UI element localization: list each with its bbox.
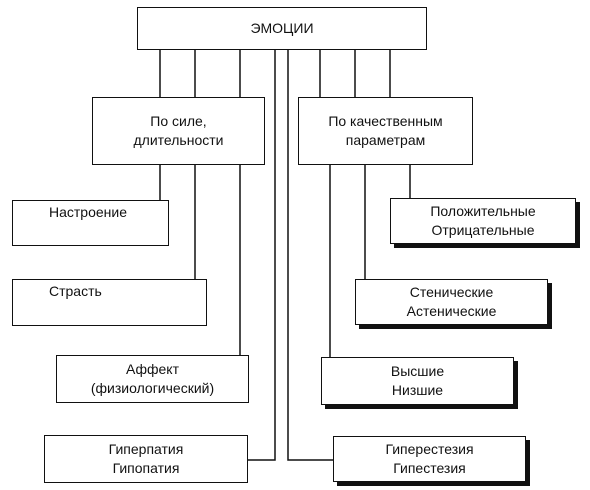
item-hyperpathy-line1: Гиперпатия <box>108 441 184 457</box>
category-quality-line1: По качественным <box>328 113 443 129</box>
root-box: ЭМОЦИИ <box>137 7 427 50</box>
connector-root-hyperpathy <box>248 50 276 461</box>
item-positive-line1: Положительные <box>430 203 536 219</box>
item-hyperesthesia-line2: Гипестезия <box>393 460 466 476</box>
item-sthenic-line1: Стенические <box>409 284 494 300</box>
item-positive-box: Положительные Отрицательные <box>390 198 576 244</box>
item-hyperesthesia-box: Гиперестезия Гипестезия <box>333 436 526 482</box>
category-strength-line1: По силе, <box>150 113 207 129</box>
item-hyperpathy-box: Гиперпатия Гипопатия <box>44 435 248 483</box>
category-strength-line2: длительности <box>133 132 224 148</box>
item-sthenic-line2: Астенические <box>406 303 497 319</box>
root-label: ЭМОЦИИ <box>250 20 314 36</box>
item-passion-line1: Страсть <box>49 283 102 299</box>
item-sthenic-box: Стенические Астенические <box>355 279 548 325</box>
item-mood-box: Настроение <box>12 200 169 246</box>
item-mood-line1: Настроение <box>49 204 128 220</box>
item-passion-box: Страсть <box>12 279 207 326</box>
item-affect-line1: Аффект <box>125 361 179 377</box>
item-higher-box: Высшие Низшие <box>321 357 514 405</box>
category-quality-line2: параметрам <box>345 132 426 148</box>
category-strength-box: По силе, длительности <box>92 97 265 165</box>
connector-root-hyperesthesia <box>287 50 333 461</box>
item-hyperesthesia-line1: Гиперестезия <box>385 441 474 457</box>
item-affect-line2: (физиологический) <box>90 380 215 396</box>
item-higher-line1: Высшие <box>390 363 445 379</box>
item-positive-line2: Отрицательные <box>431 222 535 238</box>
item-hyperpathy-line2: Гипопатия <box>112 460 180 476</box>
category-quality-box: По качественным параметрам <box>298 97 473 165</box>
item-affect-box: Аффект (физиологический) <box>56 355 249 403</box>
item-higher-line2: Низшие <box>391 382 444 398</box>
